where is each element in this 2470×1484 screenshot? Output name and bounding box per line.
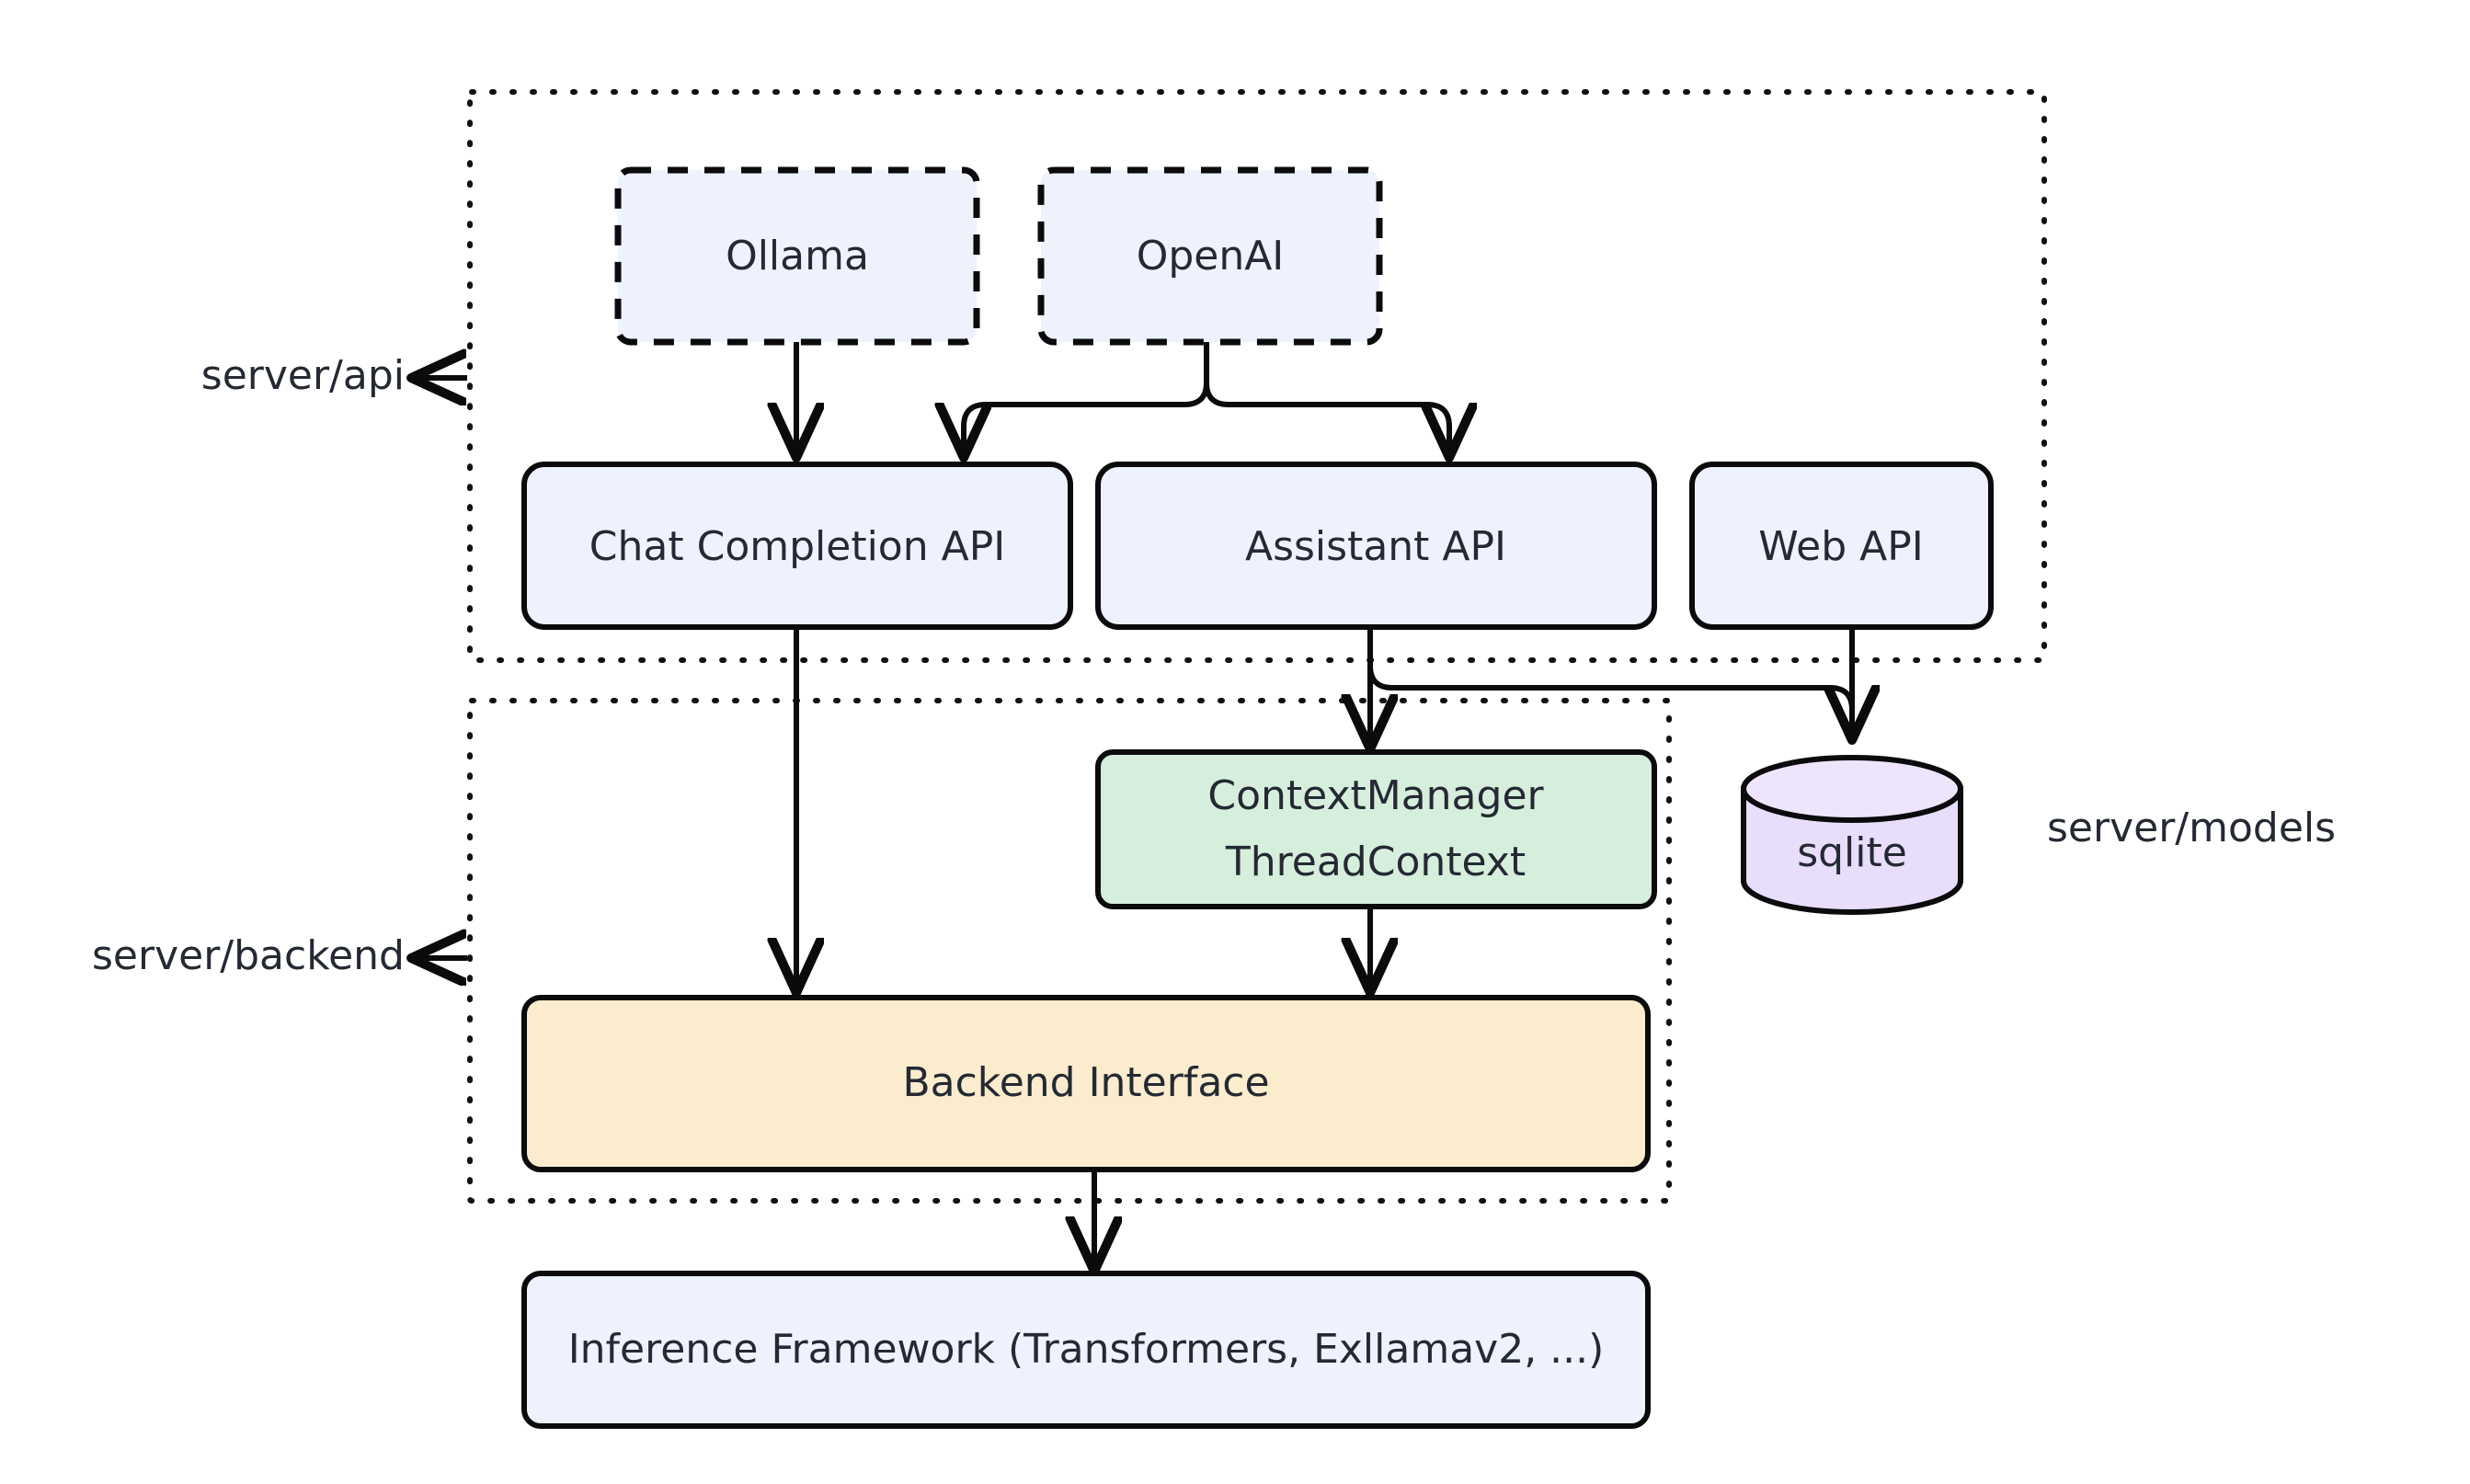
node-context-manager-label-line2: ThreadContext [1225, 839, 1526, 885]
node-context-manager-box[interactable] [1095, 749, 1657, 909]
node-assistant-api-label: Assistant API [1245, 523, 1506, 570]
node-web-api-label: Web API [1758, 523, 1924, 570]
node-web-api[interactable]: Web API [1689, 462, 1994, 630]
node-context-manager[interactable]: ContextManager ThreadContext [1095, 749, 1657, 909]
node-context-manager-label-line1: ContextManager [1207, 772, 1544, 819]
node-openai-label: OpenAI [1137, 233, 1285, 280]
node-ollama[interactable]: Ollama [614, 166, 980, 346]
node-sqlite-cylinder-top [1741, 755, 1963, 823]
node-inference-framework-box[interactable] [521, 1271, 1651, 1429]
node-inference-framework[interactable]: Inference Framework (Transformers, Exlla… [521, 1271, 1651, 1429]
node-backend-interface-label: Backend Interface [902, 1059, 1269, 1106]
node-inference-framework-label: Inference Framework (Transformers, Exlla… [568, 1326, 1605, 1373]
node-chat-completion-api-label: Chat Completion API [589, 523, 1005, 570]
group-label-server-api: server/api [201, 352, 467, 399]
node-backend-interface-box[interactable] [521, 995, 1651, 1172]
node-backend-interface[interactable]: Backend Interface [521, 995, 1651, 1172]
node-assistant-api[interactable]: Assistant API [1095, 462, 1657, 630]
node-chat-completion-api-box[interactable] [521, 462, 1073, 630]
group-label-server-api-text: server/api [201, 352, 405, 399]
edge-openai-to-chat-completion-api [964, 342, 1209, 453]
node-sqlite[interactable]: sqlite [1741, 755, 1963, 915]
node-sqlite-cylinder-body[interactable] [1741, 786, 1963, 915]
node-ollama-box[interactable] [614, 166, 980, 346]
node-assistant-api-box[interactable] [1095, 462, 1657, 630]
group-label-server-models: server/models [2047, 805, 2336, 851]
node-web-api-box[interactable] [1689, 462, 1994, 630]
group-label-server-models-text: server/models [2047, 805, 2336, 851]
node-chat-completion-api[interactable]: Chat Completion API [521, 462, 1073, 630]
edge-assistant-api-to-sqlite [1367, 644, 1852, 736]
node-openai[interactable]: OpenAI [1037, 166, 1383, 346]
edge-openai-to-assistant-api [1204, 342, 1449, 453]
group-label-server-backend-text: server/backend [92, 932, 405, 979]
node-ollama-label: Ollama [726, 233, 869, 280]
node-openai-box[interactable] [1037, 166, 1383, 346]
group-label-server-backend: server/backend [92, 932, 467, 979]
node-sqlite-label: sqlite [1797, 829, 1907, 876]
